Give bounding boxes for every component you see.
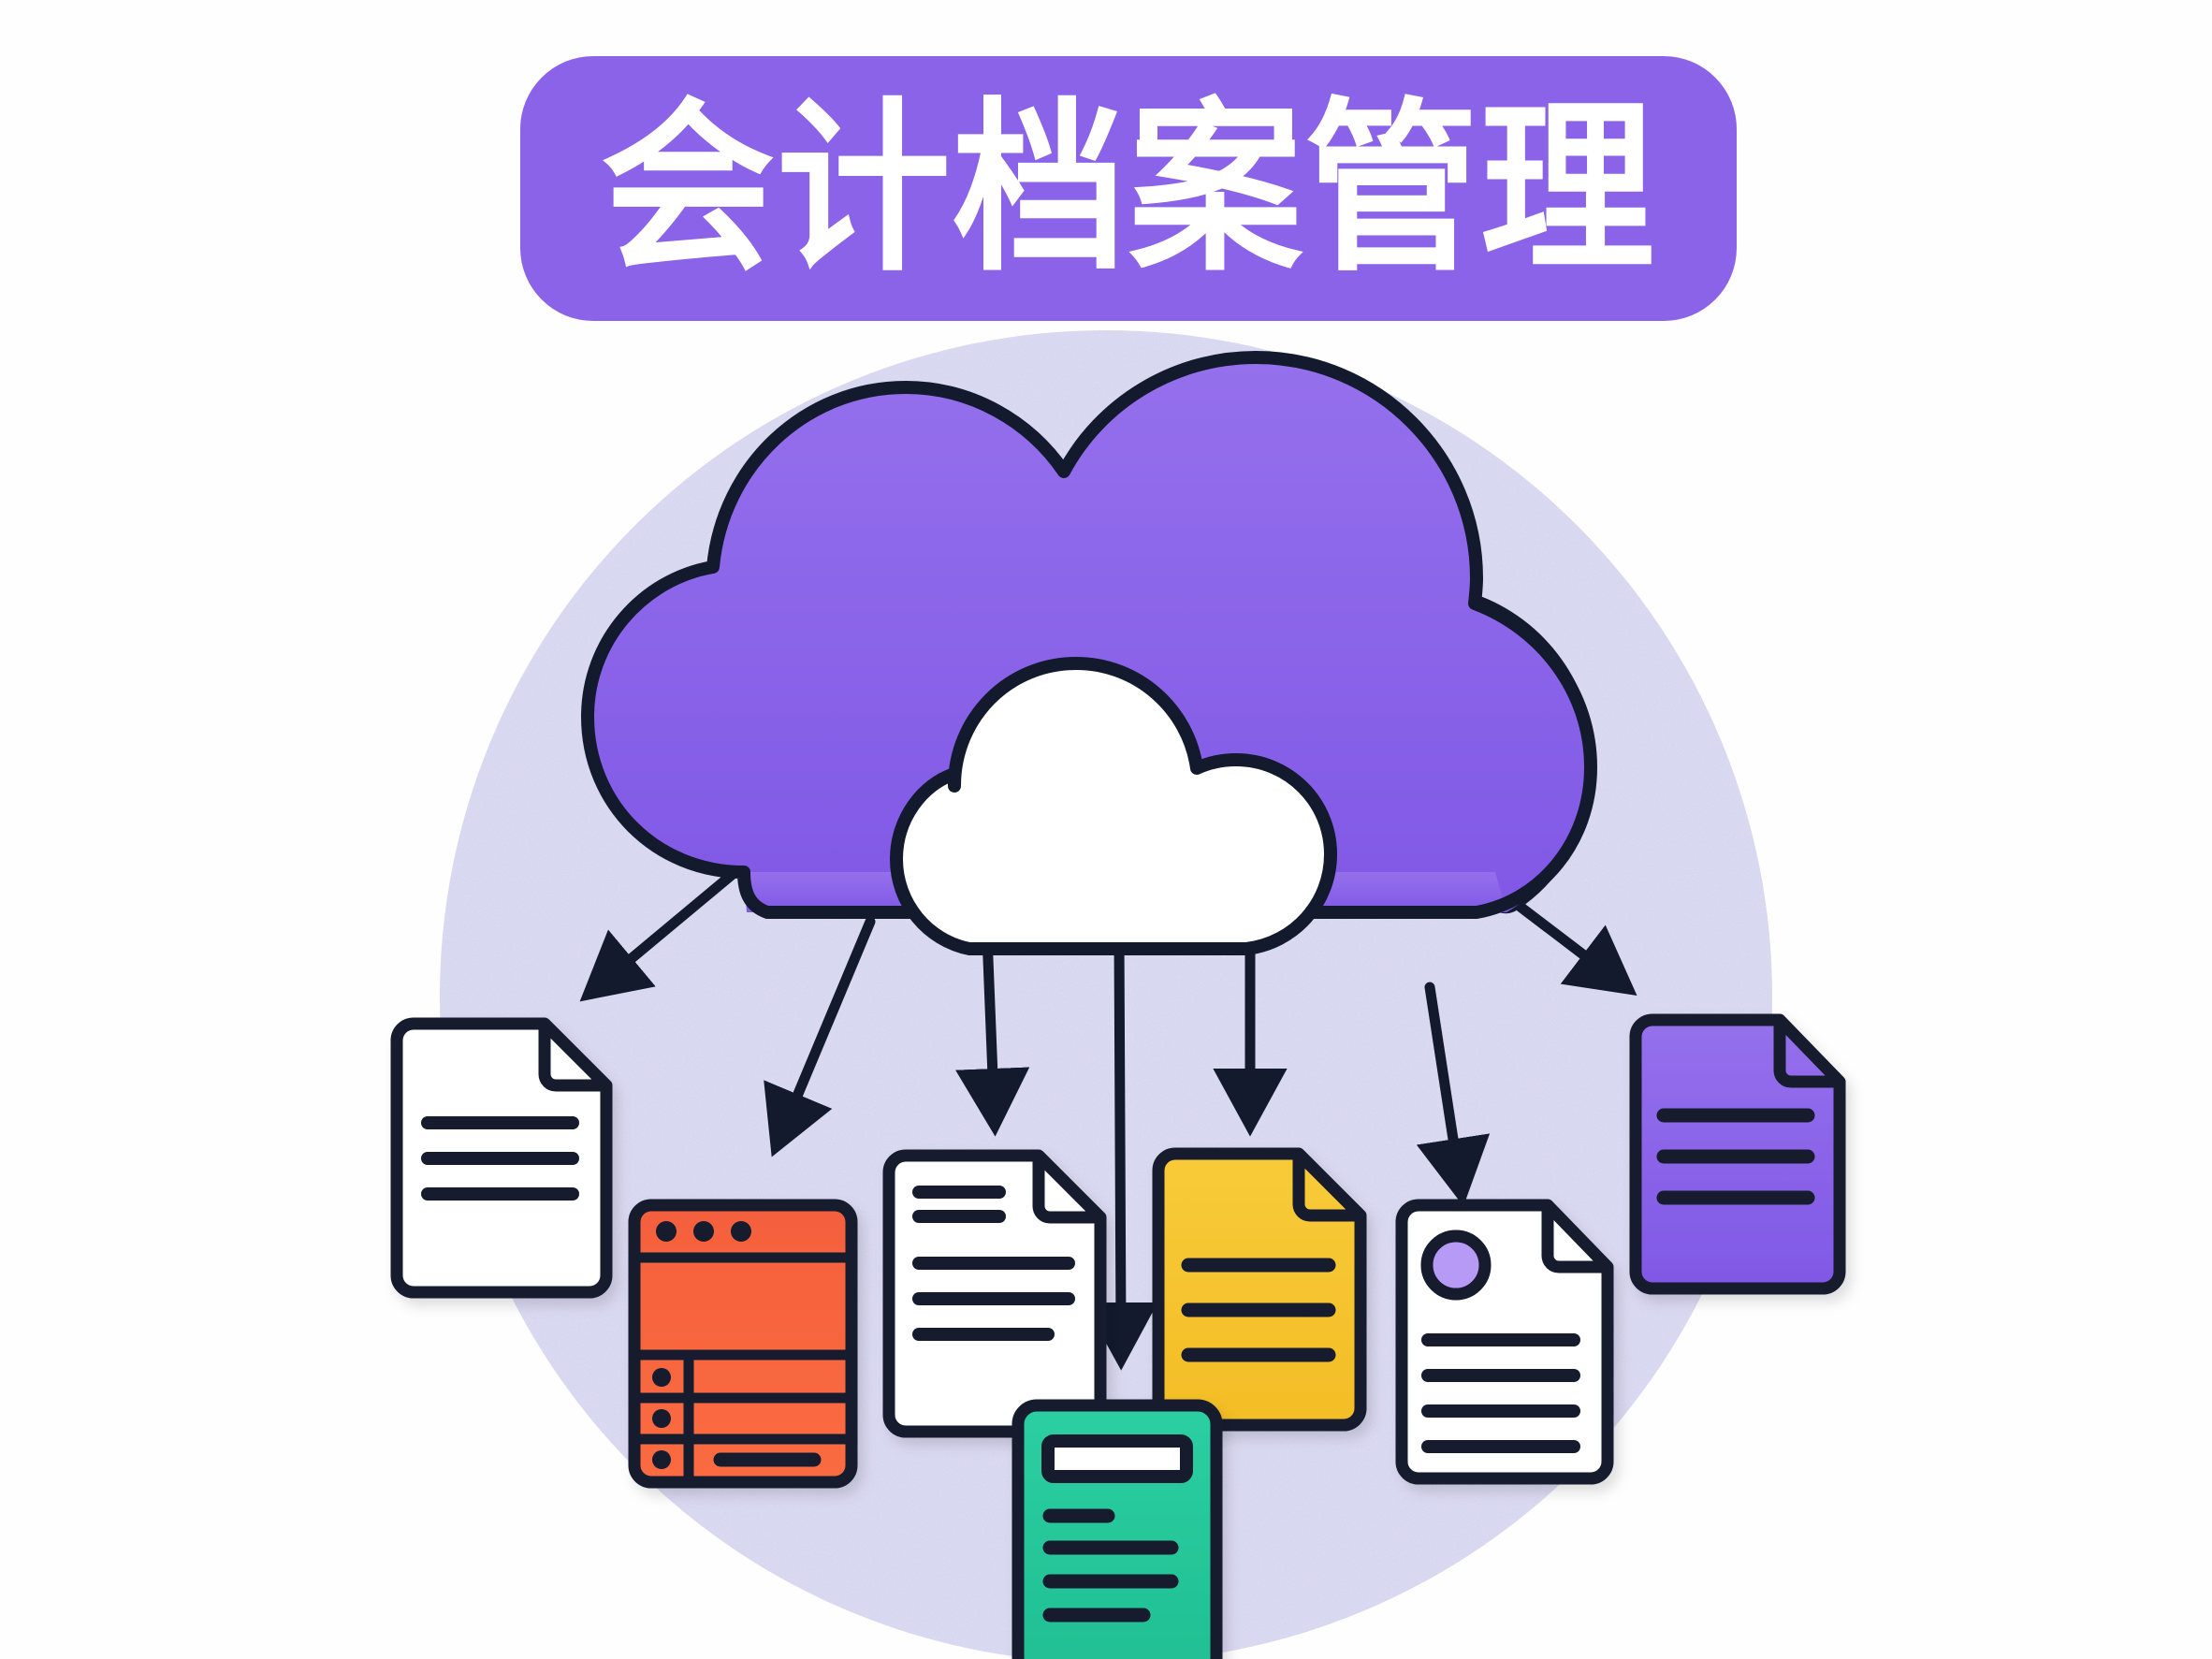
- arrow-to-white-doc-mid: [955, 930, 1030, 1137]
- arrow-group: [579, 869, 1637, 1371]
- title-banner: 会计档案管理: [520, 56, 1737, 321]
- green-doc-title-box: [1041, 1434, 1193, 1483]
- document-red-table: [628, 1199, 858, 1489]
- document-white-profile: [1395, 1199, 1614, 1485]
- cloud-inner-shape: [890, 657, 1337, 955]
- page-title: 会计档案管理: [600, 80, 1656, 296]
- cloud-icon: [581, 351, 1597, 955]
- document-purple: [1629, 1013, 1846, 1295]
- window-dots: [656, 1221, 751, 1242]
- document-white-middle: [882, 1149, 1107, 1438]
- document-yellow: [1152, 1147, 1367, 1432]
- document-green: [1011, 1399, 1223, 1659]
- document-white-left: [390, 1017, 613, 1299]
- row-bullets: [652, 1368, 671, 1469]
- avatar: [1420, 1230, 1492, 1301]
- arrow-to-profile-doc: [1416, 982, 1491, 1207]
- arrow-to-white-doc-left: [579, 869, 737, 1002]
- arrow-to-green-doc: [1084, 930, 1158, 1371]
- arrow-to-red-table: [764, 916, 876, 1157]
